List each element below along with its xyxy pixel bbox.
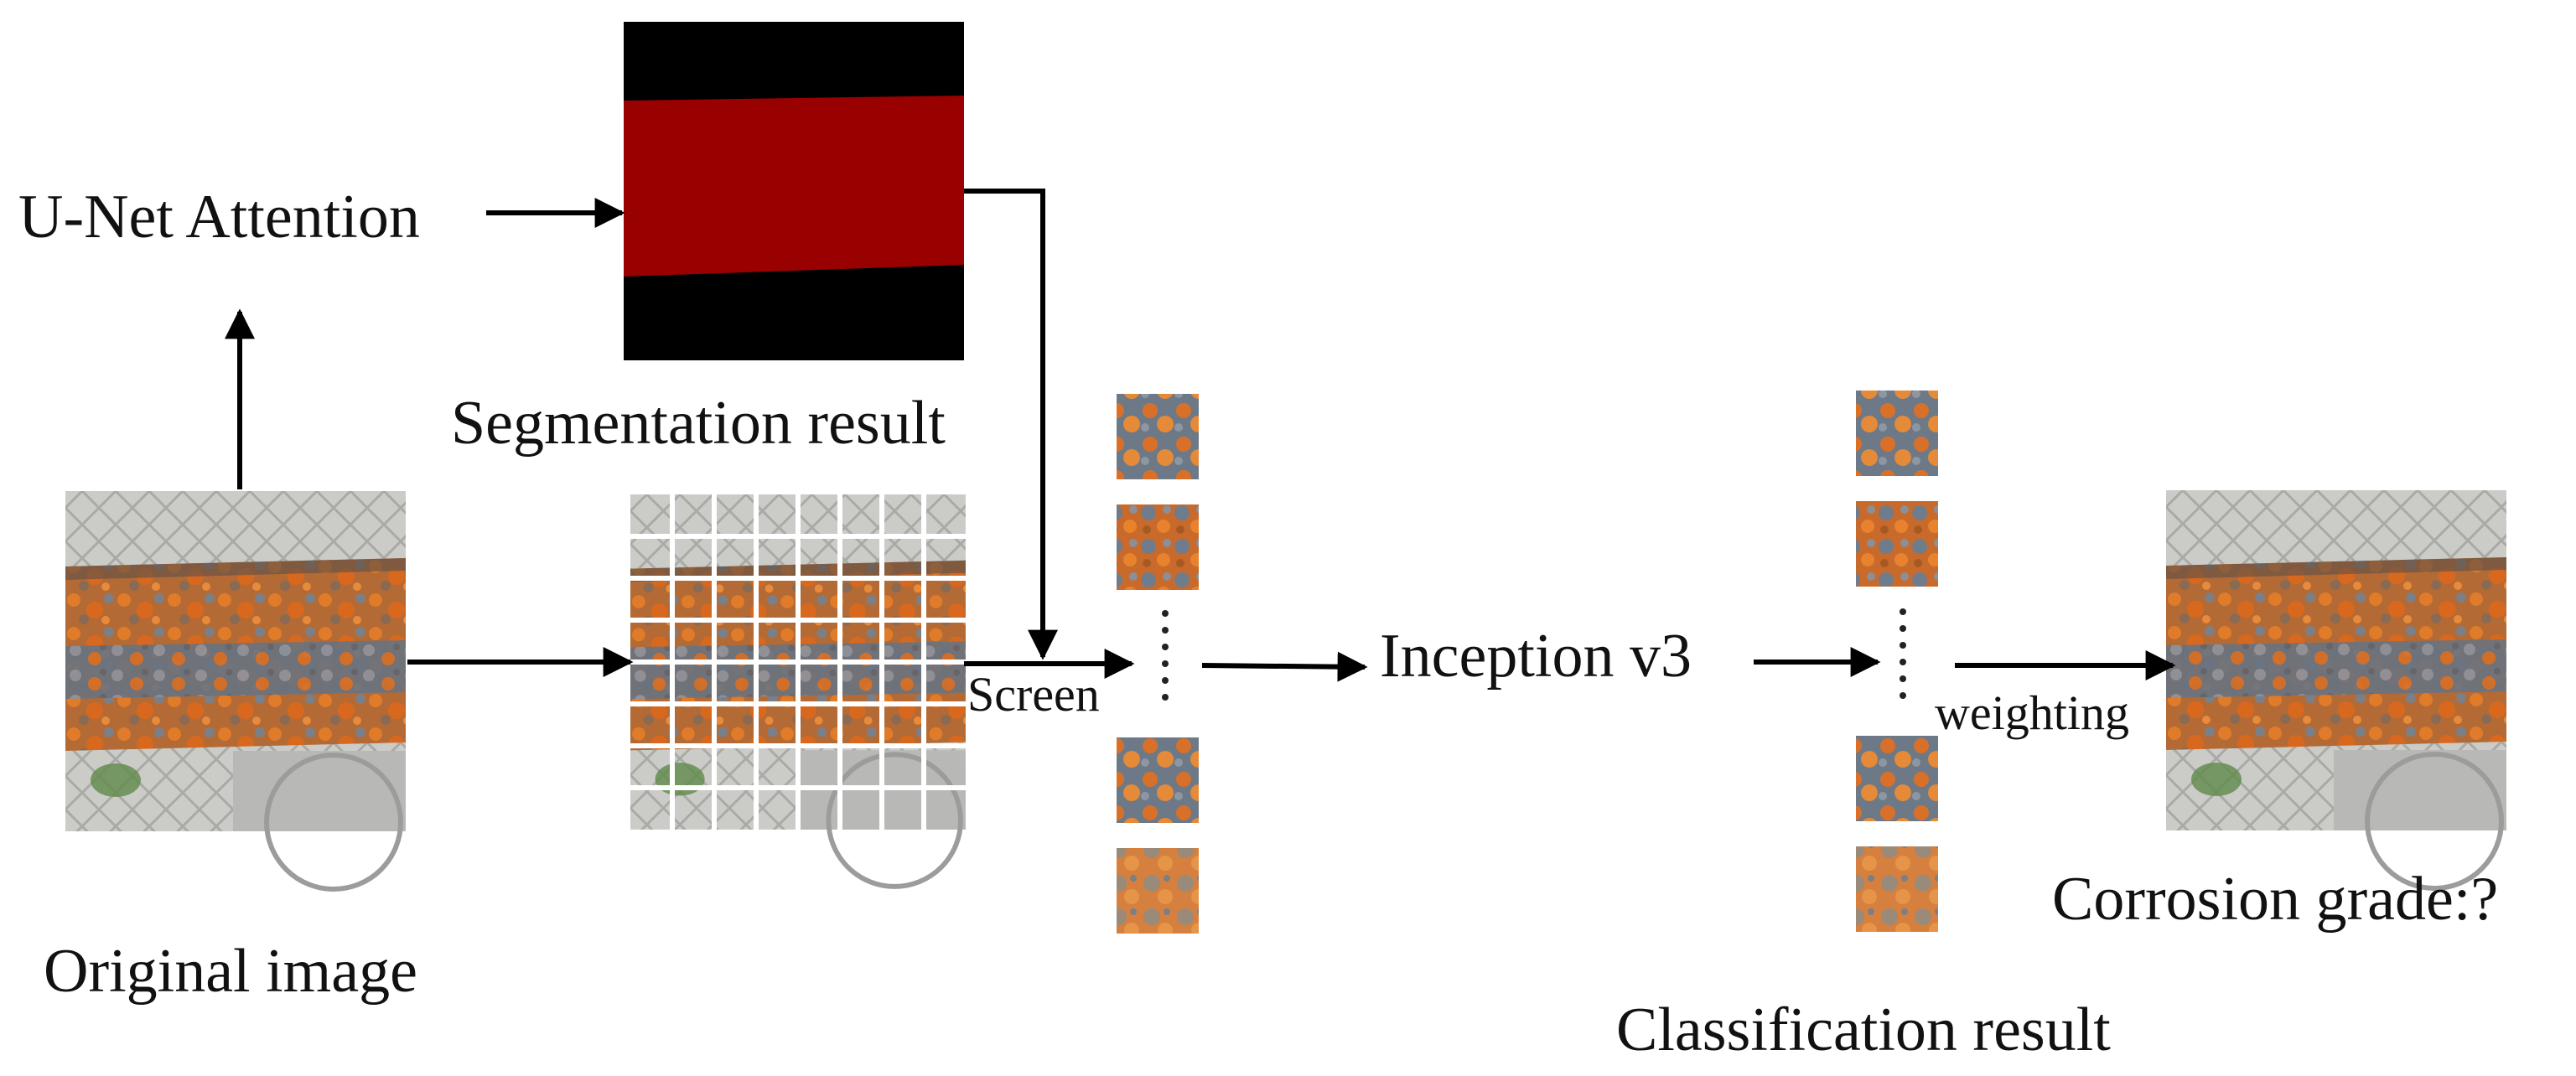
screened-patches [1117,394,1199,934]
patch [1117,394,1199,479]
arrow-patches-to-inception [1201,651,1368,682]
classified-patches [1856,391,1938,932]
segmentation-label: Segmentation result [451,389,946,458]
original-label: Original image [44,937,417,1006]
gridded-image [630,494,966,887]
patch [1856,736,1938,821]
final-image [2166,490,2506,888]
screen-label: Screen [967,667,1100,722]
arrow-segmentation-to-screen [964,189,1058,660]
weighting-label: weighting [1935,685,2129,740]
patch [1856,501,1938,587]
patch [1856,846,1938,932]
patch [1117,737,1199,823]
ellipsis-dots [1162,610,1169,701]
original-image [65,491,406,889]
ellipsis-dots [1900,608,1906,699]
unet-label: U-Net Attention [18,183,420,251]
patch [1117,848,1199,934]
grid-lines [630,494,966,830]
classification-label: Classification result [1616,996,2111,1064]
grade-label: Corrosion grade:? [2052,865,2499,934]
segmentation-result-image [624,22,964,360]
inception-label: Inception v3 [1380,622,1692,691]
patch [1856,391,1938,476]
patch [1117,504,1199,590]
